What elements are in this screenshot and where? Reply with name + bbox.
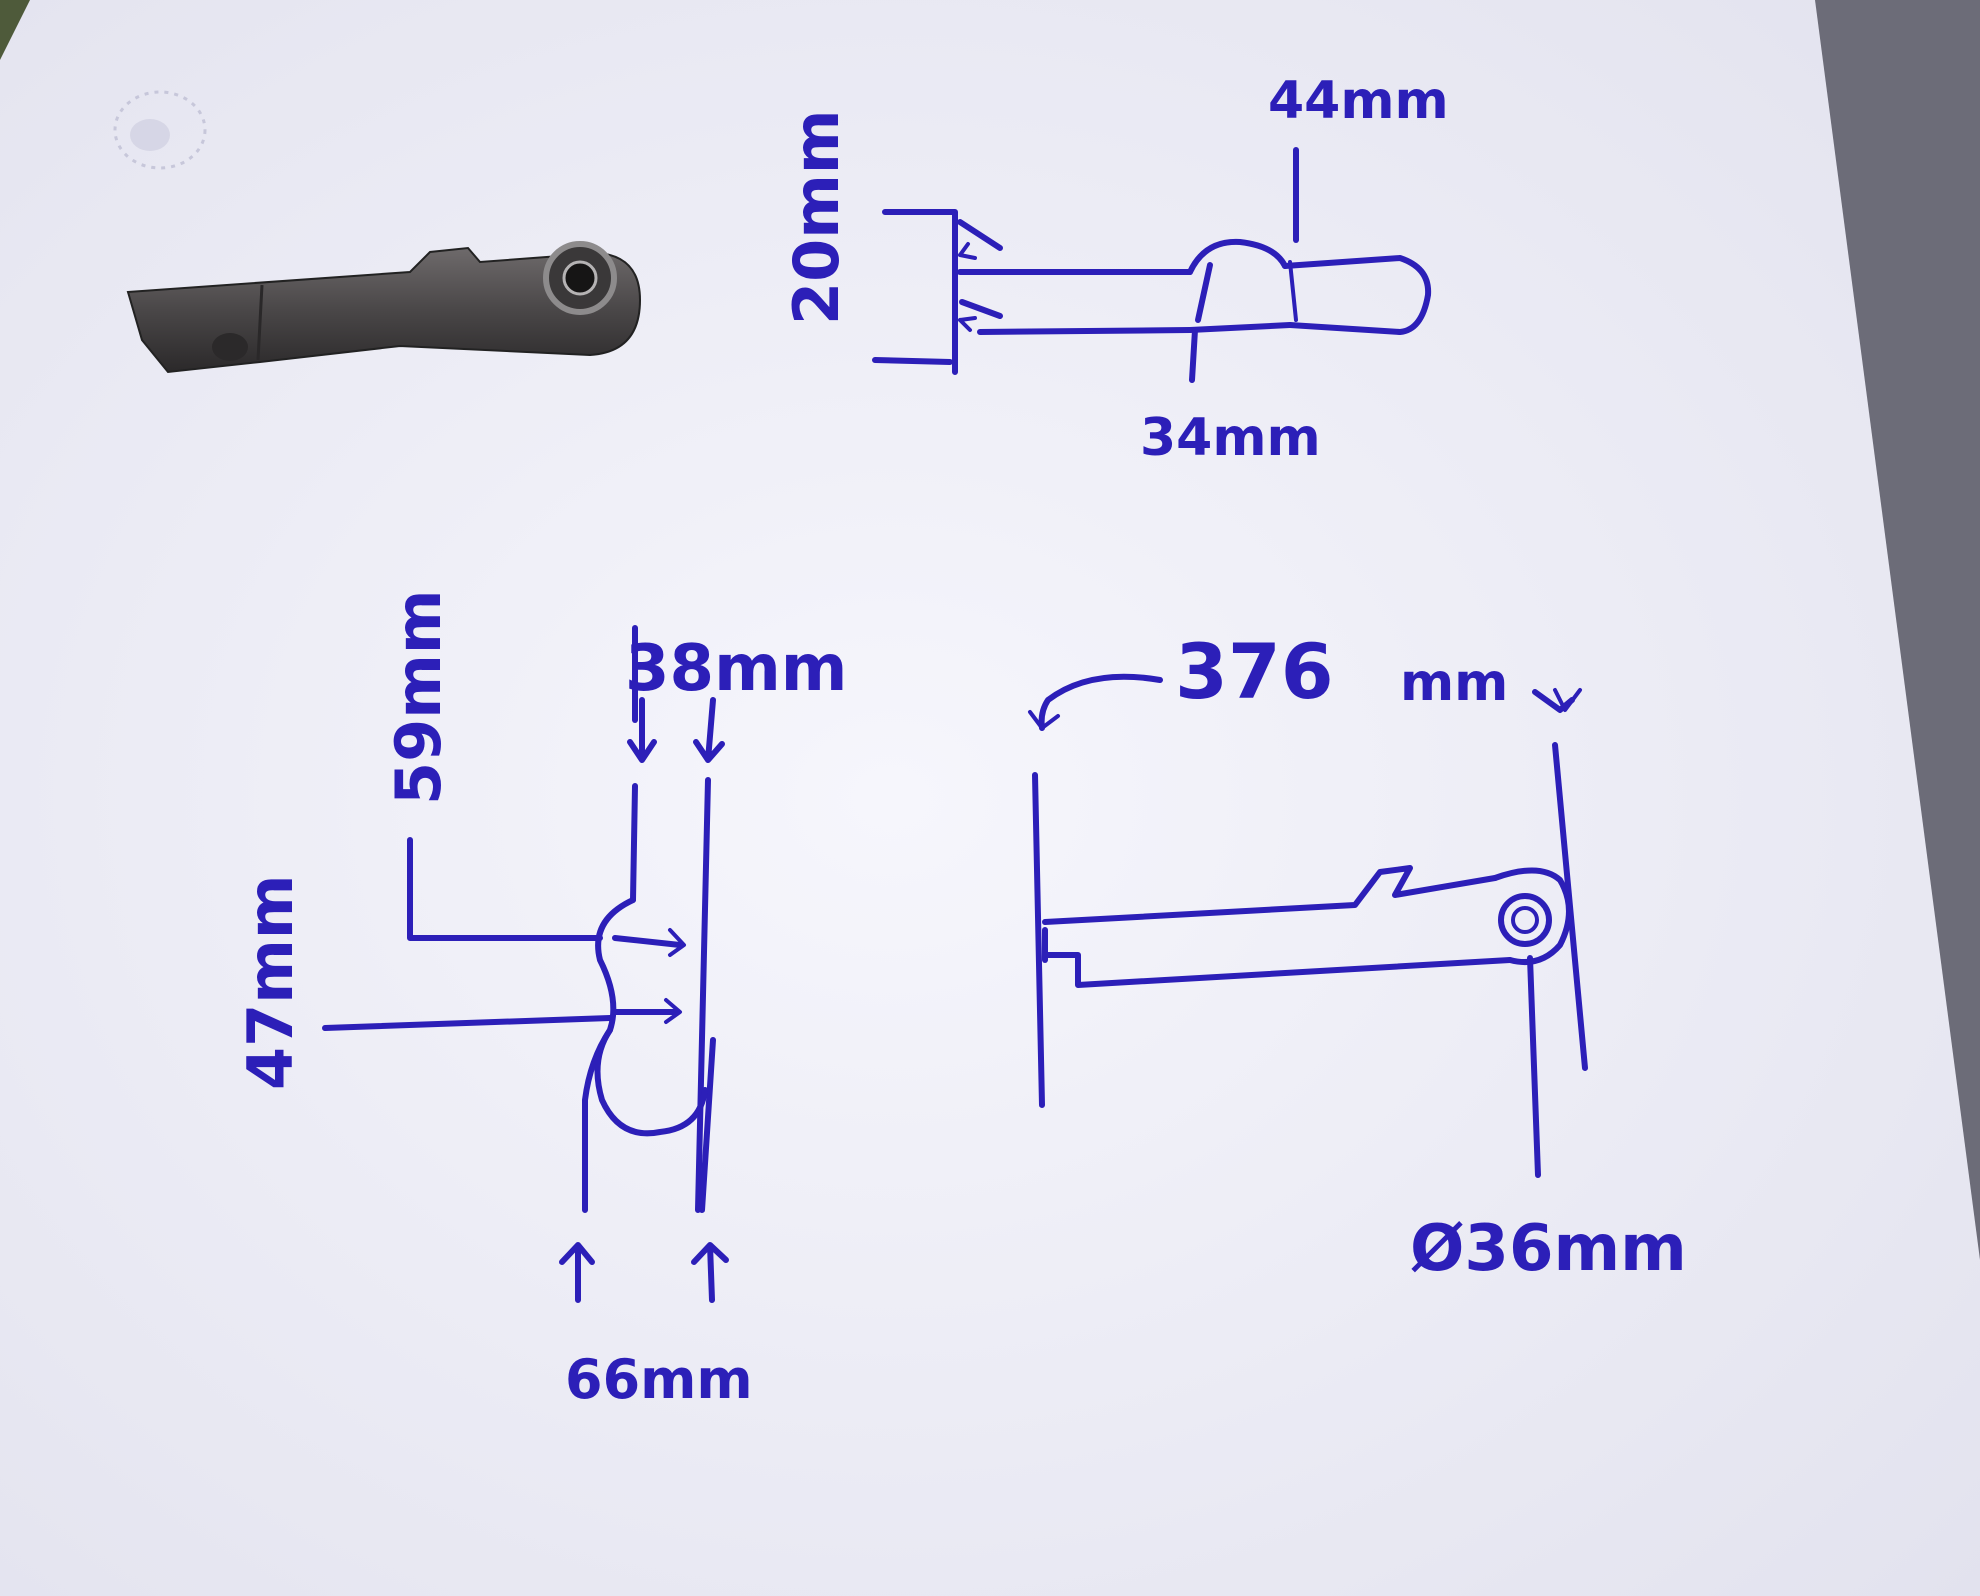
dim-side-376-value: 376 <box>1175 627 1334 716</box>
top-view-sketch: 20mm 44mm 34mm <box>780 71 1449 468</box>
dim-top-44-label: 44mm <box>1268 71 1449 131</box>
paper-stain <box>113 90 207 170</box>
dim-side-bore-label: Ø36mm <box>1410 1212 1687 1286</box>
dim-end-47-label: 47mm <box>234 875 307 1091</box>
dim-end-59-label: 59mm <box>382 590 455 806</box>
dim-end-38-label: 38mm <box>625 632 847 706</box>
dim-top-height-label: 20mm <box>780 110 853 326</box>
dim-end-66-label: 66mm <box>565 1348 753 1411</box>
dim-top-34-label: 34mm <box>1140 408 1321 468</box>
side-view-sketch: 376 mm Ø36mm <box>1028 627 1687 1286</box>
end-view-sketch: 38mm 59mm 47mm 66mm <box>234 590 847 1412</box>
dim-side-376-unit: mm <box>1400 653 1508 713</box>
metal-part-photo <box>126 241 642 374</box>
